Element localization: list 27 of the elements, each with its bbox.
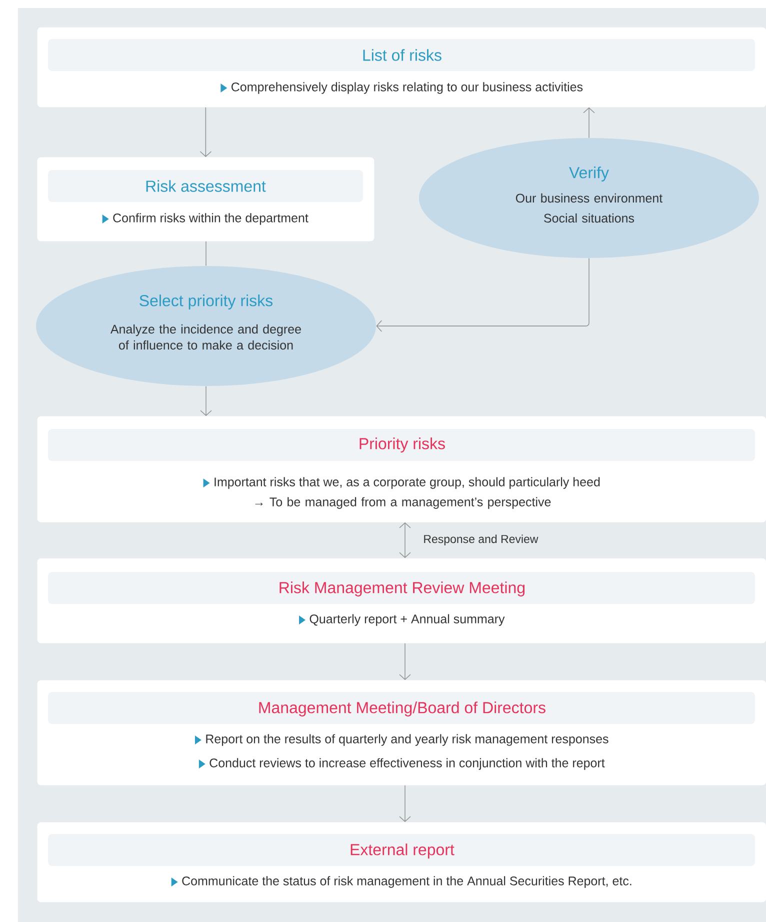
- heading-band: Risk assessment: [48, 170, 363, 202]
- arrow: [399, 643, 411, 680]
- edge-label: Response and Review: [422, 534, 540, 546]
- heading-band: List of risks: [48, 39, 755, 72]
- arrow: [376, 258, 590, 332]
- heading-text: Verify: [569, 166, 609, 182]
- arrow: [399, 522, 411, 558]
- description-text: Important risks that we, as a corporate group, should particularly heed: [214, 477, 600, 489]
- description-text: Communicate the status of risk management in the Annual Securities Report, etc.: [182, 876, 632, 888]
- arrow: [583, 107, 595, 138]
- heading-band: Risk Management Review Meeting: [48, 572, 755, 604]
- heading-band: External report: [48, 834, 755, 866]
- description-text: Social situations: [544, 213, 634, 223]
- arrow: [399, 785, 411, 822]
- arrow: [200, 386, 212, 416]
- description-text: Confirm risks within the department: [113, 213, 308, 225]
- heading-text: Select priority risks: [140, 294, 273, 310]
- heading-band: Management Meeting/Board of Directors: [48, 692, 755, 724]
- description-text: Analyze the incidence and degree of influence to make a decision: [110, 324, 301, 350]
- description-text: Conduct reviews to increase effectiveness in conjunction with the report: [210, 758, 605, 770]
- description-text: Quarterly report + Annual summary: [310, 614, 505, 626]
- description-text: Comprehensively display risks relating to our business activities: [232, 82, 583, 94]
- arrow: [200, 107, 212, 158]
- heading-band: Priority risks: [48, 429, 755, 461]
- description-text: Report on the results of quarterly and yearly risk management responses: [206, 734, 608, 746]
- description-text: → To be managed from a management’s perspective: [255, 497, 551, 509]
- description-text: Our business environment: [516, 193, 663, 203]
